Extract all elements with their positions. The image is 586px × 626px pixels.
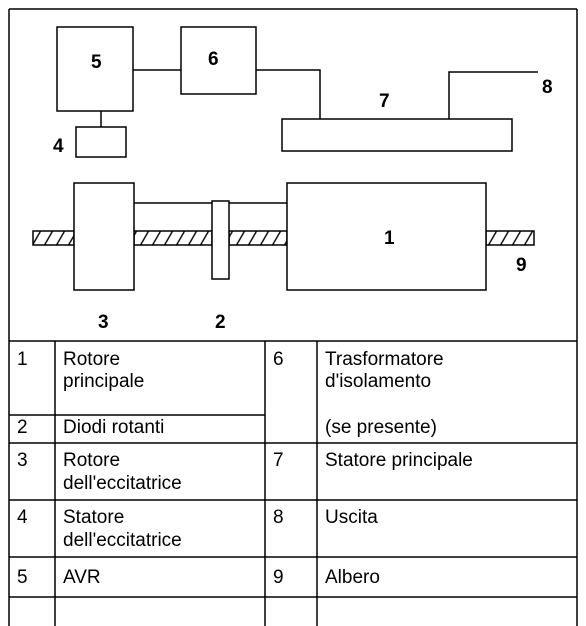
callout-1: 1 [384,228,395,249]
excitation-rotor-box [73,182,135,291]
legend-num-5: 5 [17,567,28,588]
main-rotor-box [286,182,487,291]
wiring-lines [100,69,538,204]
shaft-middle [133,230,213,246]
callout-3: 3 [98,312,109,333]
legend-num-1: 1 [17,349,28,370]
legend-label-6-line2: d'isolamento [325,371,431,392]
callout-2: 2 [215,312,226,333]
callout-4: 4 [53,136,64,157]
legend-num-9: 9 [273,567,284,588]
legend-label-8: Uscita [325,507,378,528]
callout-7: 7 [379,91,390,112]
shaft-middle-2 [228,230,288,246]
legend-num-3: 3 [17,450,28,471]
avr-box [56,26,134,112]
legend-label-3-line2: dell'eccitatrice [63,473,182,494]
shaft-left [32,230,75,246]
legend-label-7: Statore principale [325,450,473,471]
legend-label-2: Diodi rotanti [63,417,164,438]
shaft-right [485,230,535,246]
callout-9: 9 [516,255,527,276]
legend-label-5: AVR [63,567,101,588]
legend-label-3-line1: Rotore [63,450,120,471]
callout-5: 5 [91,52,102,73]
legend-label-1-line1: Rotore [63,349,120,370]
table-grid [8,8,578,626]
callout-8: 8 [542,77,553,98]
legend-num-6: 6 [273,349,284,370]
legend-label-4-line1: Statore [63,507,124,528]
callout-6: 6 [208,49,219,70]
main-stator-box [281,118,513,152]
legend-label-1-line2: principale [63,371,144,392]
legend-num-8: 8 [273,507,284,528]
legend-num-7: 7 [273,450,284,471]
legend-label-4-line2: dell'eccitatrice [63,530,182,551]
legend-table: 1 Rotore principale 2 Diodi rotanti 3 Ro… [17,349,473,588]
legend-label-6-line1: Trasformatore [325,349,444,370]
callout-labels: 5 6 7 8 4 1 9 3 2 [53,49,553,333]
rotating-diodes-box [211,200,230,280]
legend-num-4: 4 [17,507,28,528]
isolation-transformer-box [180,26,257,95]
legend-label-9: Albero [325,567,380,588]
legend-num-2: 2 [17,417,28,438]
excitation-stator-box [75,126,127,158]
legend-label-6-line3: (se presente) [325,417,437,438]
